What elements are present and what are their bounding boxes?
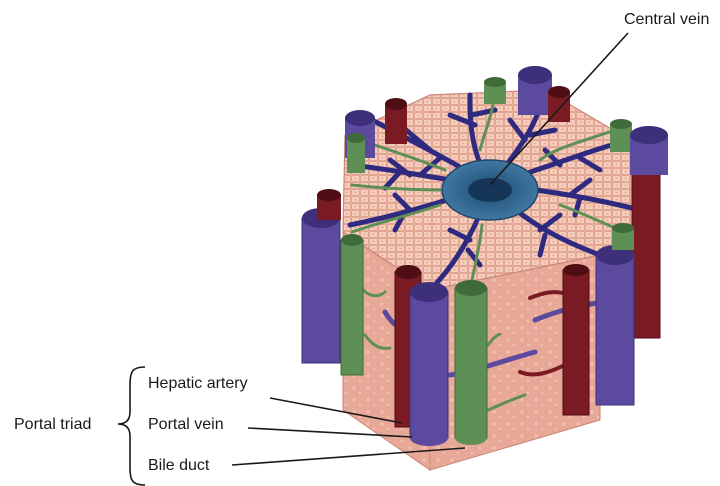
hepatic-artery-column (317, 189, 341, 220)
hepatic-artery-column (563, 264, 589, 415)
portal-triad-brace (118, 367, 145, 485)
bile-duct-column (455, 280, 487, 445)
portal-vein-column (596, 245, 634, 405)
central-vein-label: Central vein (624, 11, 709, 28)
bile-duct-column (484, 77, 506, 104)
hepatic-artery-column (385, 98, 407, 144)
central-vein-lumen (468, 178, 512, 202)
portal-vein-column (630, 126, 668, 175)
portal-vein-column (410, 282, 448, 446)
portal-vein-column (302, 208, 340, 363)
bile-duct-column (341, 234, 363, 375)
bile-duct-column (612, 223, 634, 250)
bile-duct-column (347, 133, 365, 173)
bile-duct-column (610, 119, 632, 152)
hepatic-artery-label: Hepatic artery (148, 375, 248, 392)
portal-vein-label: Portal vein (148, 416, 224, 433)
portal-triad-label: Portal triad (14, 416, 91, 433)
hepatic-artery-column (632, 161, 660, 338)
bile-duct-label: Bile duct (148, 457, 210, 474)
portal-vein-column (518, 66, 552, 115)
hepatic-lobule (343, 90, 640, 470)
